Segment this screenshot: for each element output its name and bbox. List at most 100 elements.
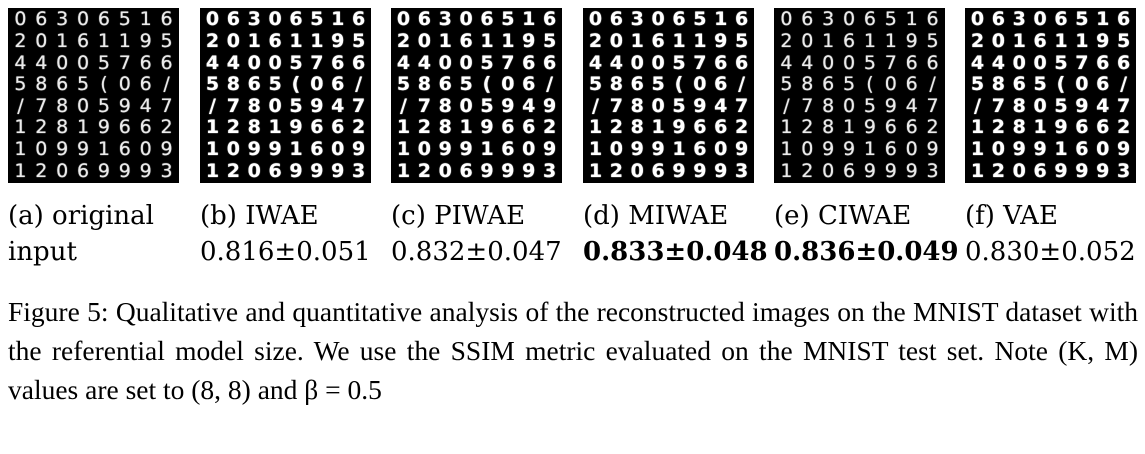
digit-cell: 1: [480, 29, 494, 52]
digit-cell: 1: [693, 29, 707, 52]
digit-cell: 9: [734, 138, 749, 161]
digit-cell: 1: [480, 138, 494, 161]
digit-cell: 6: [1075, 116, 1089, 139]
digit-cell: 2: [609, 159, 623, 182]
digit-cell: 6: [1116, 51, 1131, 74]
digit-cell: 0: [630, 51, 644, 74]
digit-cell: 9: [1075, 94, 1089, 117]
digit-cell: 8: [247, 94, 261, 117]
digit-cell: 9: [351, 138, 366, 161]
digit-cell: 2: [926, 116, 939, 139]
digit-cell: 9: [289, 159, 303, 182]
digit-cell: 8: [417, 73, 431, 96]
digit-cell: 6: [1054, 8, 1068, 31]
digit-cell: 1: [970, 138, 985, 161]
digit-cell: 6: [926, 51, 939, 74]
digit-cell: 1: [863, 29, 876, 52]
digit-cell: 0: [1033, 94, 1047, 117]
digit-cell: 5: [118, 8, 131, 31]
panel-a-value: input: [8, 237, 77, 267]
digit-cell: 3: [247, 8, 261, 31]
digit-cell: 2: [991, 116, 1005, 139]
digit-cell: 1: [1075, 29, 1089, 52]
digit-cell: /: [163, 73, 170, 96]
digit-cell: 1: [905, 8, 918, 31]
panel-b-ssim: 0.816±0.051: [200, 237, 371, 267]
digit-cell: 3: [160, 159, 173, 182]
panel-e-label: (e) CIWAE: [774, 201, 912, 231]
digit-cell: 9: [139, 29, 152, 52]
digit-cell: 2: [205, 29, 220, 52]
digit-cell: 5: [1054, 94, 1068, 117]
digit-cell: 0: [630, 159, 644, 182]
digit-cell: 1: [588, 159, 603, 182]
digit-cell: 9: [480, 159, 494, 182]
digit-cell: 5: [459, 73, 473, 96]
digit-cell: 1: [205, 159, 220, 182]
digit-cell: 2: [35, 116, 48, 139]
digit-cell: 0: [1033, 51, 1047, 74]
digit-cell: 7: [310, 51, 324, 74]
digit-cell: 4: [331, 94, 345, 117]
digit-cell: 7: [734, 94, 749, 117]
digit-cell: /: [738, 73, 746, 96]
digit-cell: 3: [56, 8, 69, 31]
digit-cell: 0: [417, 138, 431, 161]
digit-cell: 5: [672, 94, 686, 117]
digit-cell: 6: [1096, 116, 1110, 139]
digit-cell: 6: [843, 29, 856, 52]
digit-cell: 5: [926, 29, 939, 52]
digit-cell: 3: [438, 8, 452, 31]
digit-cell: 6: [139, 73, 152, 96]
digit-cell: 2: [734, 116, 749, 139]
digit-cell: 6: [351, 8, 366, 31]
digit-cell: 4: [714, 94, 728, 117]
digit-cell: 6: [1075, 138, 1089, 161]
digit-cell: 2: [160, 116, 173, 139]
digit-cell: 9: [501, 159, 515, 182]
digit-cell: 6: [459, 159, 473, 182]
digit-cell: 6: [714, 73, 728, 96]
digit-cell: 5: [884, 8, 897, 31]
digit-cell: 0: [268, 51, 282, 74]
digit-cell: 8: [1012, 116, 1026, 139]
digit-cell: 1: [56, 29, 69, 52]
digit-cell: 4: [139, 94, 152, 117]
digit-cell: 5: [780, 73, 793, 96]
digit-cell: /: [591, 94, 599, 117]
digit-cell: 5: [1075, 8, 1089, 31]
digit-cell: 0: [522, 138, 536, 161]
digit-cell: 9: [268, 138, 282, 161]
digit-cell: 0: [459, 8, 473, 31]
digit-cell: 6: [734, 51, 749, 74]
digit-cell: 0: [35, 138, 48, 161]
digit-cell: 6: [926, 8, 939, 31]
digit-cell: 9: [672, 116, 686, 139]
digit-cell: 6: [542, 51, 557, 74]
digit-cell: 5: [97, 51, 110, 74]
digit-cell: 6: [118, 138, 131, 161]
digit-cell: 9: [714, 29, 728, 52]
digit-cell: 2: [801, 116, 814, 139]
digit-cell: 0: [609, 138, 623, 161]
digit-cell: 0: [843, 8, 856, 31]
digit-cell: 7: [1075, 51, 1089, 74]
digit-cell: 1: [268, 116, 282, 139]
digit-cell: 4: [970, 51, 985, 74]
digit-cell: 3: [734, 159, 749, 182]
digit-cell: 6: [77, 29, 90, 52]
digit-cell: 0: [884, 73, 897, 96]
digit-cell: 9: [1054, 116, 1068, 139]
digit-cell: 9: [310, 159, 324, 182]
digit-cell: 2: [417, 116, 431, 139]
panel-c-label: (c) PIWAE: [391, 201, 526, 231]
digit-cell: 5: [351, 29, 366, 52]
digit-cell: 1: [1096, 8, 1110, 31]
digit-cell: 0: [651, 51, 665, 74]
digit-cell: 1: [205, 116, 220, 139]
digit-cell: 6: [1116, 8, 1131, 31]
